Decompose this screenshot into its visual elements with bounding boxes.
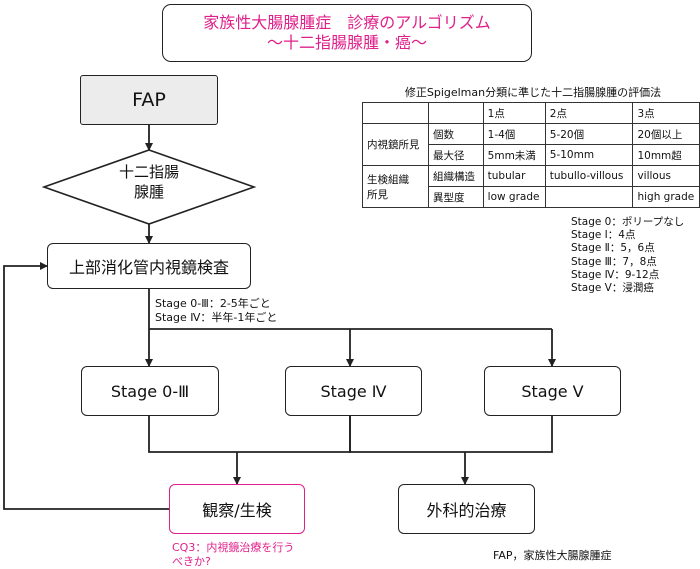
duodenal-adenoma-label-line-1: 十二指腸	[118, 163, 179, 181]
table-cell: 5-10mm	[544, 144, 634, 166]
stage-legend-item: Stage Ⅱ：5，6点	[571, 242, 655, 255]
spigelman-evaluation-table: 1点 2点 3点 内視鏡所見 個数 1-4個 5-20個 20個以上 最大径 5…	[361, 102, 700, 208]
line-merge-to-surgery	[349, 416, 553, 453]
histologic-group-line-2: 所見	[367, 188, 388, 201]
table-cell: tubular	[482, 165, 546, 187]
surgery-box: 外科的治療	[398, 484, 535, 534]
cq3-note: CQ3：内視鏡治療を行う べきか?	[172, 541, 332, 569]
table-cell: tubullo-villous	[544, 165, 634, 187]
table-cell: 10mm超	[632, 144, 700, 166]
stage-0-3-box: Stage 0-Ⅲ	[81, 366, 219, 416]
table-row: 最大径 5mm未満 5-10mm 10mm超	[363, 144, 700, 166]
table-cell: 1-4個	[482, 123, 546, 145]
table-corner-cell	[361, 102, 430, 124]
stage-legend-item: Stage Ⅰ：4点	[571, 229, 636, 242]
endoscopic-findings-group: 内視鏡所見	[361, 123, 430, 166]
surveillance-interval-note: Stage 0-Ⅲ：2-5年ごと Stage Ⅳ：半年-1年ごと	[155, 297, 277, 326]
observation-biopsy-box: 観察/生検	[169, 484, 305, 534]
line-merge-to-observation	[148, 416, 351, 453]
table-row: 生検組織 所見 組織構造 tubular tubullo-villous vil…	[361, 165, 700, 208]
title-line-1: 家族性大腸腺腫症 診療のアルゴリズム	[203, 13, 491, 32]
upper-endoscopy-box: 上部消化管内視鏡検査	[47, 243, 251, 289]
title-line-2: 〜十二指腸腺腫・癌〜	[266, 33, 427, 52]
table-header-row: 1点 2点 3点	[361, 102, 700, 124]
stage-legend: Stage 0：ポリープなし Stage Ⅰ：4点 Stage Ⅱ：5，6点 S…	[571, 216, 684, 295]
table-cell: villous	[632, 165, 700, 187]
interval-line-1: Stage 0-Ⅲ：2-5年ごと	[155, 297, 271, 310]
duodenal-adenoma-label: 十二指腸 腺腫	[90, 162, 208, 203]
table-cell: high grade	[632, 186, 700, 208]
evaluation-table-title: 修正Spigelman分類に準じた十二指腸腺腫の評価法	[404, 86, 662, 99]
points-header-3: 3点	[632, 102, 700, 124]
table-cell: 5mm未満	[482, 144, 546, 166]
interval-line-2: Stage Ⅳ：半年-1年ごと	[155, 311, 278, 325]
stage-legend-item: Stage Ⅳ：9-12点	[571, 268, 660, 281]
histologic-group-line-1: 生検組織	[367, 173, 409, 186]
points-header-1: 1点	[482, 102, 546, 124]
stage-legend-item: Stage Ⅲ：7，8点	[571, 255, 657, 268]
stage-5-box: Stage Ⅴ	[484, 366, 621, 416]
table-row: 異型度 low grade high grade	[363, 186, 700, 208]
fap-box: FAP	[80, 75, 218, 125]
cq3-line-2: べきか?	[172, 554, 211, 568]
table-row: 内視鏡所見 個数 1-4個 5-20個 20個以上	[361, 123, 700, 166]
arrow-feedback-to-endoscopy	[3, 262, 169, 510]
table-cell: low grade	[482, 186, 546, 208]
table-cell: 5-20個	[544, 123, 634, 145]
duodenal-adenoma-label-line-2: 腺腫	[133, 183, 164, 202]
table-cell: 20個以上	[632, 123, 700, 145]
stage-4-box: Stage Ⅳ	[285, 366, 422, 416]
cq3-line-1: CQ3：内視鏡治療を行う	[172, 541, 295, 554]
abbreviation-footnote: FAP，家族性大腸腺腫症	[493, 549, 612, 562]
histologic-findings-group: 生検組織 所見	[361, 165, 430, 208]
stage-legend-item: Stage 0：ポリープなし	[571, 216, 685, 228]
table-cell	[544, 186, 634, 208]
row-label: 組織構造	[428, 165, 484, 187]
row-label: 異型度	[428, 186, 484, 208]
table-corner-cell	[428, 102, 484, 124]
stage-legend-item: Stage Ⅴ：浸潤癌	[571, 282, 654, 295]
points-header-2: 2点	[544, 102, 634, 124]
row-label: 個数	[428, 123, 484, 145]
title-box: 家族性大腸腺腫症 診療のアルゴリズム 〜十二指腸腺腫・癌〜	[162, 4, 532, 62]
row-label: 最大径	[428, 144, 484, 166]
